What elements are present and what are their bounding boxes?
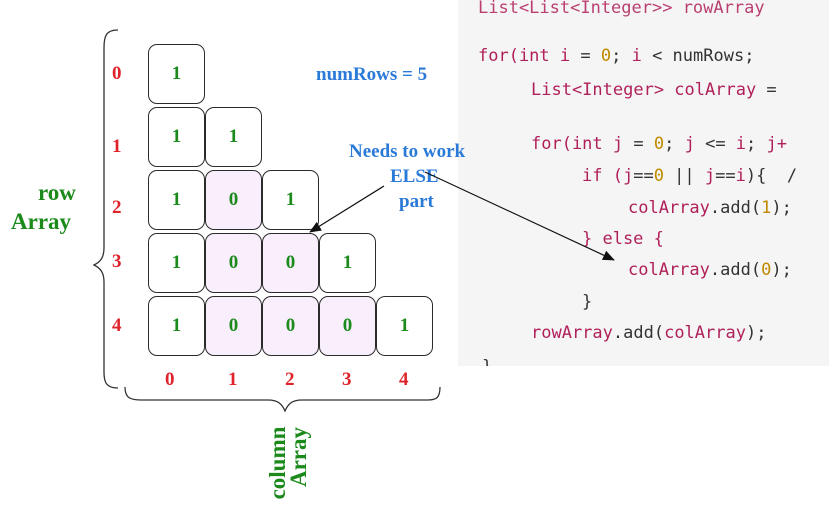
cell-r4-c1: 0 — [205, 296, 262, 356]
col-index-2: 2 — [285, 369, 295, 390]
cell-r2-c1: 0 — [205, 170, 262, 230]
row-index-3: 3 — [112, 251, 122, 272]
row-brace — [92, 29, 119, 389]
code-line-row-add: rowArray.add(colArray); — [531, 323, 767, 343]
cell-r2-c0: 1 — [148, 170, 205, 230]
row-index-2: 2 — [112, 197, 122, 218]
cell-r4-c3: 0 — [319, 296, 376, 356]
row-index-0: 0 — [112, 63, 122, 84]
cell-r1-c1: 1 — [205, 107, 262, 167]
column-brace — [124, 386, 441, 413]
code-line-outer-for: for(int i = 0; i < numRows; — [478, 46, 765, 66]
cell-r2-c2: 1 — [262, 170, 319, 230]
row-array-label-line2: Array — [11, 209, 72, 234]
col-index-4: 4 — [399, 369, 409, 390]
code-line-add-zero: colArray.add(0); — [628, 260, 792, 280]
row-index-1: 1 — [112, 136, 122, 157]
callout-line-1: Needs to work — [349, 141, 466, 162]
code-line-col-array: List<Integer> colArray = — [531, 80, 777, 100]
code-line-if: if (j==0 || j==i){ / — [582, 166, 798, 186]
cell-r3-c0: 1 — [148, 233, 205, 293]
code-line-close-if: } — [582, 292, 593, 312]
code-line-declaration: List<List<Integer>> rowArray — [478, 0, 765, 18]
callout-line-3: part — [399, 191, 434, 212]
cell-r3-c1: 0 — [205, 233, 262, 293]
col-index-1: 1 — [228, 369, 238, 390]
cell-r3-c2: 0 — [262, 233, 319, 293]
arrow-to-else-code — [424, 171, 615, 261]
code-line-add-one: colArray.add(1); — [628, 198, 792, 218]
col-index-3: 3 — [342, 369, 352, 390]
code-line-inner-for: for(int j = 0; j <= i; j+ — [531, 134, 788, 154]
code-panel: List<List<Integer>> rowArray for(int i =… — [458, 0, 829, 366]
cell-r1-c0: 1 — [148, 107, 205, 167]
code-line-else: } else { — [582, 229, 664, 249]
row-array-label-line1: row — [38, 180, 76, 205]
cell-r0-c0: 1 — [148, 44, 205, 104]
cell-r4-c4: 1 — [376, 296, 433, 356]
arrow-to-else-cells — [309, 185, 385, 233]
num-rows-label: numRows = 5 — [316, 64, 428, 85]
code-line-close-for: } — [482, 357, 492, 366]
callout-line-2: ELSE — [390, 166, 439, 187]
cell-r4-c2: 0 — [262, 296, 319, 356]
cell-r4-c0: 1 — [148, 296, 205, 356]
row-index-4: 4 — [112, 315, 122, 336]
col-index-0: 0 — [165, 369, 175, 390]
cell-r3-c3: 1 — [319, 233, 376, 293]
